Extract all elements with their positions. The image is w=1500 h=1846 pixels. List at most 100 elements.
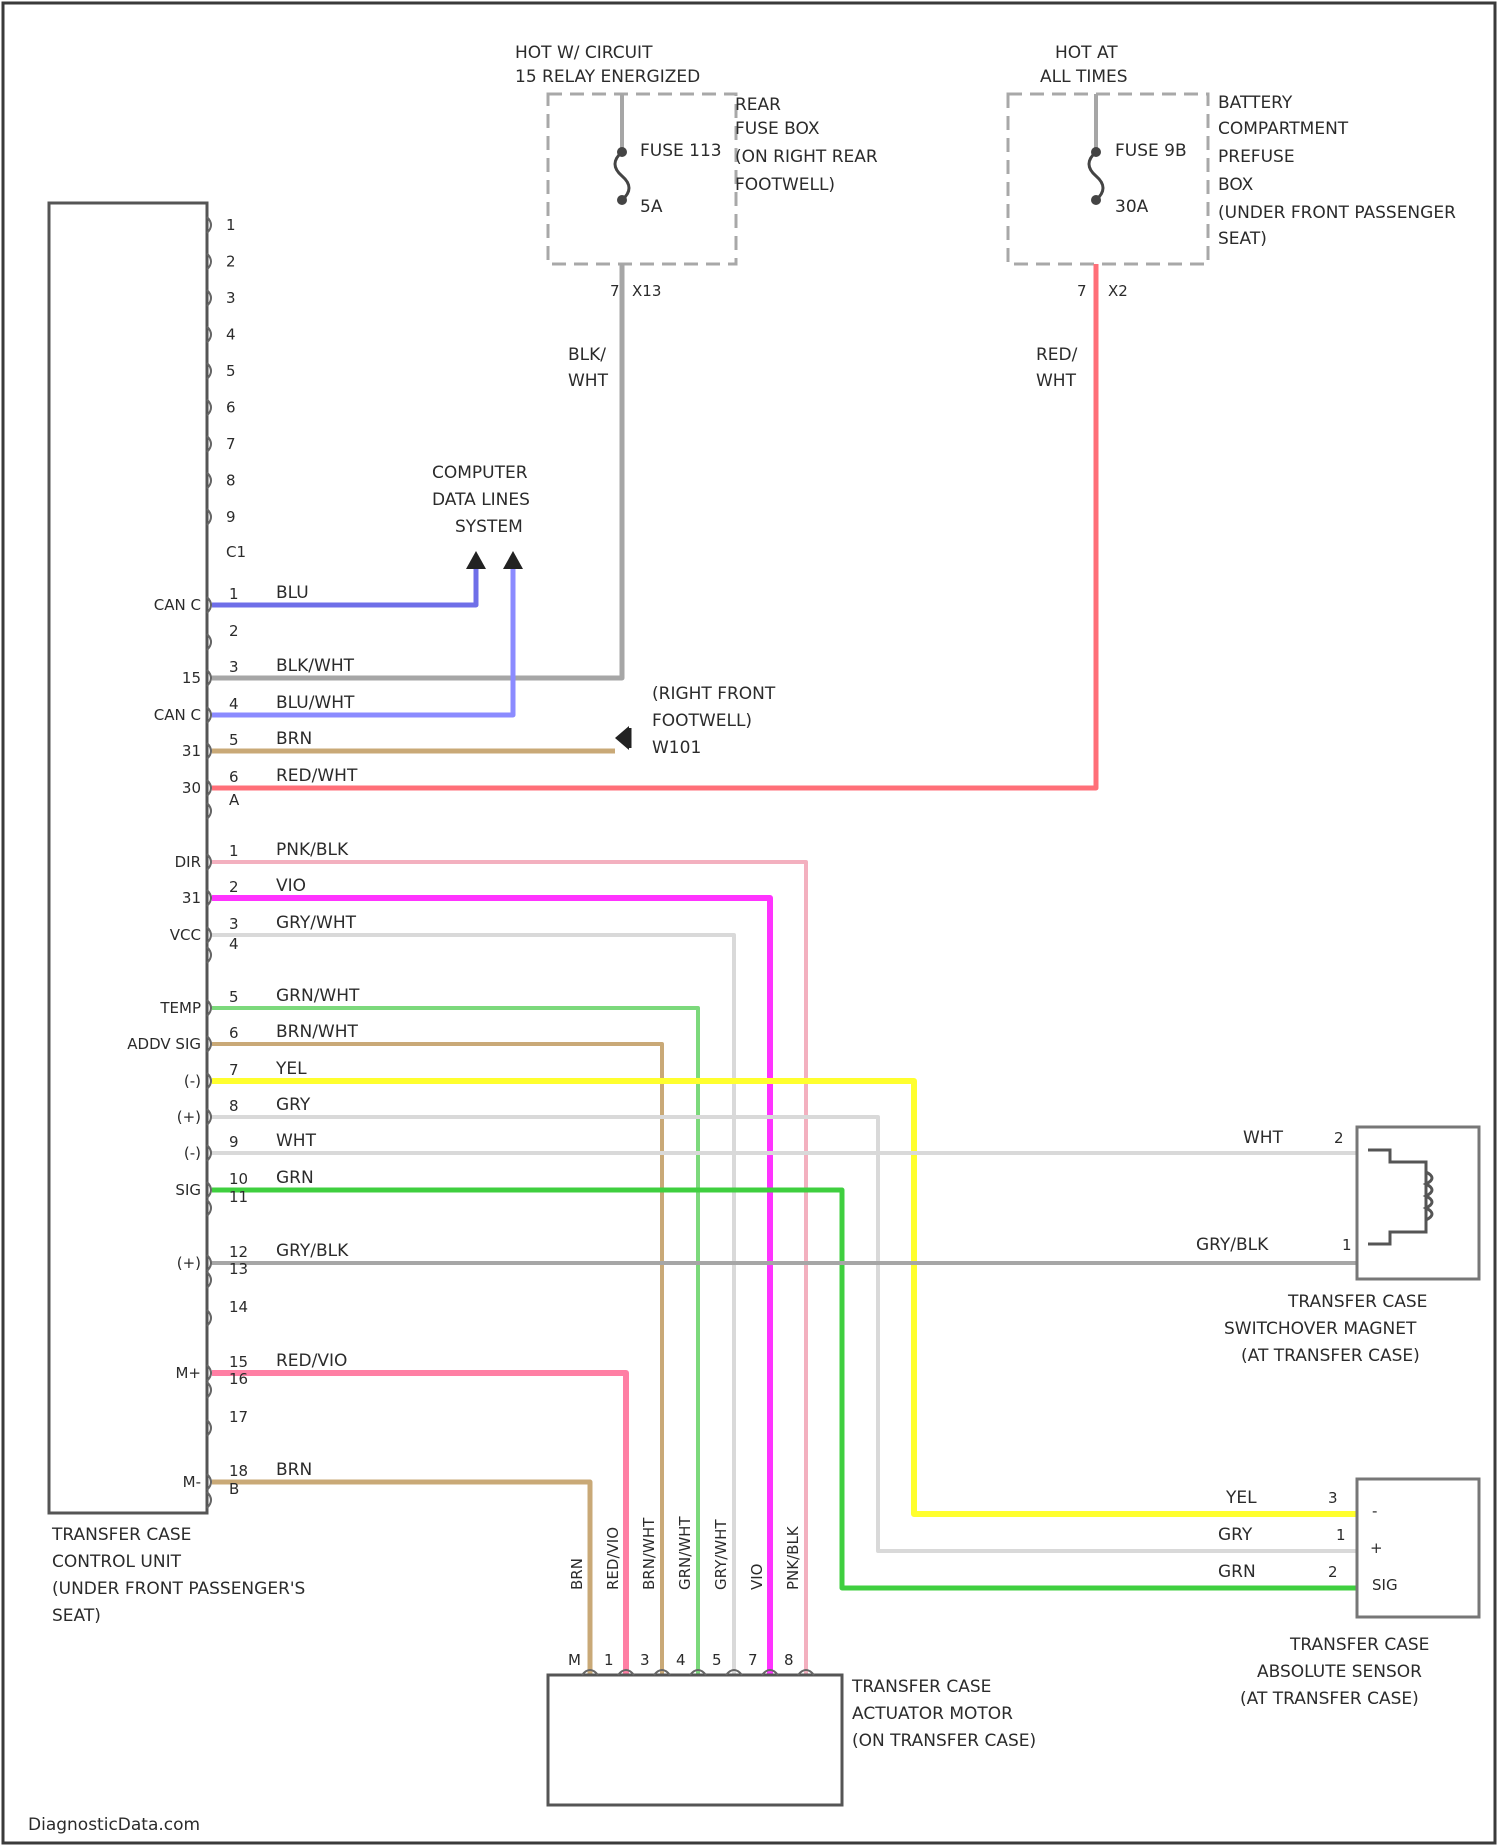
c1-pin-number: 4 (226, 326, 236, 344)
watermark: DiagnosticData.com (28, 1815, 200, 1835)
lower-pin-8-pin: 8 (229, 1097, 239, 1115)
lower-pin-12-pin: 12 (229, 1243, 248, 1261)
fuse-right-box-1: BATTERY (1218, 93, 1293, 113)
lower-pin-10-pin: 10 (229, 1170, 248, 1188)
motor-wire-label: BRN (568, 1558, 586, 1590)
data-lines-label-1: COMPUTER (432, 463, 528, 483)
lower-pin-18-pin: 18 (229, 1462, 248, 1480)
fuse-left-node-bottom (617, 195, 627, 205)
upper-pin-7-pin: A (229, 791, 240, 809)
magnet-wire-top: WHT (1243, 1128, 1284, 1148)
upper-pin-6-wire-label: RED/WHT (276, 766, 358, 786)
lower-pin-8-signal: (+) (177, 1108, 201, 1126)
data-lines-label-3: SYSTEM (455, 517, 523, 537)
lower-pin-9-signal: (-) (184, 1144, 201, 1162)
motor-pin-number: 5 (712, 1651, 722, 1669)
motor-pin-number: M (568, 1651, 581, 1669)
sensor-wire-2: GRY (1218, 1525, 1253, 1545)
sensor-wire-1: YEL (1225, 1488, 1257, 1508)
sensor-wire-3: GRN (1218, 1562, 1256, 1582)
fuse-right-amps: 30A (1115, 197, 1149, 217)
data-line-arrow-1 (466, 551, 486, 569)
fuse-right-box-3: PREFUSE (1218, 147, 1295, 167)
lower-pin-8-wire-label: GRY (276, 1095, 311, 1115)
c1-pin-number: 2 (226, 253, 236, 271)
lower-pin-7-pin: 7 (229, 1061, 239, 1079)
sensor-pin-1: 3 (1328, 1489, 1338, 1507)
lower-pin-5-signal: TEMP (159, 999, 201, 1017)
lower-pin-5-pin: 5 (229, 988, 239, 1006)
upper-pin-3-signal: 15 (182, 669, 201, 687)
fuse-left-pin: 7 (610, 282, 620, 300)
fuse-left-connector: X13 (632, 282, 661, 300)
lower-pin-15-wire-label: RED/VIO (276, 1351, 347, 1371)
upper-pin-5-signal: 31 (182, 742, 201, 760)
fuse-box-right: HOT AT ALL TIMES BATTERY COMPARTMENT PRE… (1008, 43, 1456, 391)
data-line-arrow-2 (503, 551, 523, 569)
lower-pin-1-pin: 1 (229, 842, 239, 860)
upper-pin-1-pin: 1 (229, 585, 239, 603)
motor-wire-label: RED/VIO (604, 1527, 622, 1590)
magnet-pin-top: 2 (1334, 1129, 1344, 1147)
fuse-left-amps: 5A (640, 197, 663, 217)
actuator-motor-body (548, 1675, 842, 1805)
fuse-left-box-3: (ON RIGHT REAR (735, 147, 878, 167)
ground-label-2: FOOTWELL) (652, 711, 752, 731)
lower-pin-12-wire-label: GRY/BLK (276, 1241, 349, 1261)
wire-blk-wht (212, 264, 622, 678)
connector-c1-pins: 123456789 (207, 216, 236, 526)
sensor-pin-3: 2 (1328, 1563, 1338, 1581)
lower-pin-6-pin: 6 (229, 1024, 239, 1042)
lower-pin-3-signal: VCC (170, 926, 201, 944)
wire-red-vio (212, 1373, 626, 1675)
absolute-sensor-label-1: TRANSFER CASE (1289, 1635, 1429, 1655)
motor-pin-number: 7 (748, 1651, 758, 1669)
fuse-right-box-4: BOX (1218, 175, 1254, 195)
c1-pin-number: 1 (226, 216, 236, 234)
fuse-left-symbol (615, 152, 629, 200)
upper-pin-5-wire-label: BRN (276, 729, 312, 749)
ground-label-1: (RIGHT FRONT (652, 684, 776, 704)
control-unit-label-1: TRANSFER CASE (51, 1525, 191, 1545)
motor-pin-number: 3 (640, 1651, 650, 1669)
motor-wire-label: GRY/WHT (712, 1519, 730, 1590)
sensor-pin-2: 1 (1336, 1526, 1346, 1544)
fuse-right-connector: X2 (1108, 282, 1128, 300)
upper-pin-1-wire-label: BLU (276, 583, 309, 603)
fuse-right-node-bottom (1091, 195, 1101, 205)
lower-pin-7-wire-label: YEL (275, 1059, 307, 1079)
fuse-box-left-outline (548, 94, 736, 264)
lower-pin-11-pin: 11 (229, 1188, 248, 1206)
fuse-left-box-2: FUSE BOX (735, 119, 820, 139)
c1-pin-number: 8 (226, 472, 236, 490)
lower-pin-6-signal: ADDV SIG (127, 1035, 201, 1053)
wire-blu (212, 569, 476, 605)
fuse-right-name: FUSE 9B (1115, 141, 1187, 161)
upper-pin-2-pin: 2 (229, 622, 239, 640)
sensor-term-3: SIG (1372, 1576, 1398, 1594)
motor-wire-label: VIO (748, 1564, 766, 1591)
motor-wire-label: BRN/WHT (640, 1517, 658, 1590)
wire-yel (212, 1081, 1357, 1514)
fuse-left-box-4: FOOTWELL) (735, 175, 835, 195)
wire-layer (212, 264, 1357, 1675)
magnet-pin-bottom: 1 (1342, 1236, 1352, 1254)
fuse-right-symbol (1089, 152, 1103, 200)
magnet-wire-bottom: GRY/BLK (1196, 1235, 1269, 1255)
fuse-right-wire-2: WHT (1036, 371, 1077, 391)
lower-pin-16-pin: 16 (229, 1370, 248, 1388)
lower-pin-9-wire-label: WHT (276, 1131, 317, 1151)
control-unit-label-2: CONTROL UNIT (52, 1552, 182, 1572)
lower-pin-6-wire-label: BRN/WHT (276, 1022, 359, 1042)
lower-pin-14-pin: 14 (229, 1298, 248, 1316)
upper-pin-1-signal: CAN C (154, 596, 201, 614)
data-lines-label-2: DATA LINES (432, 490, 530, 510)
actuator-motor-pins: BRNRED/VIOBRN/WHTGRN/WHTGRY/WHTVIOPNK/BL… (568, 1516, 814, 1675)
lower-pin-4-pin: 4 (229, 935, 239, 953)
lower-pin-1-signal: DIR (175, 853, 201, 871)
fuse-box-left: HOT W/ CIRCUIT 15 RELAY ENERGIZED REAR F… (515, 43, 878, 391)
upper-pin-5-pin: 5 (229, 731, 239, 749)
lower-pin-1-wire-label: PNK/BLK (276, 840, 349, 860)
wire-blu-wht (212, 569, 513, 715)
